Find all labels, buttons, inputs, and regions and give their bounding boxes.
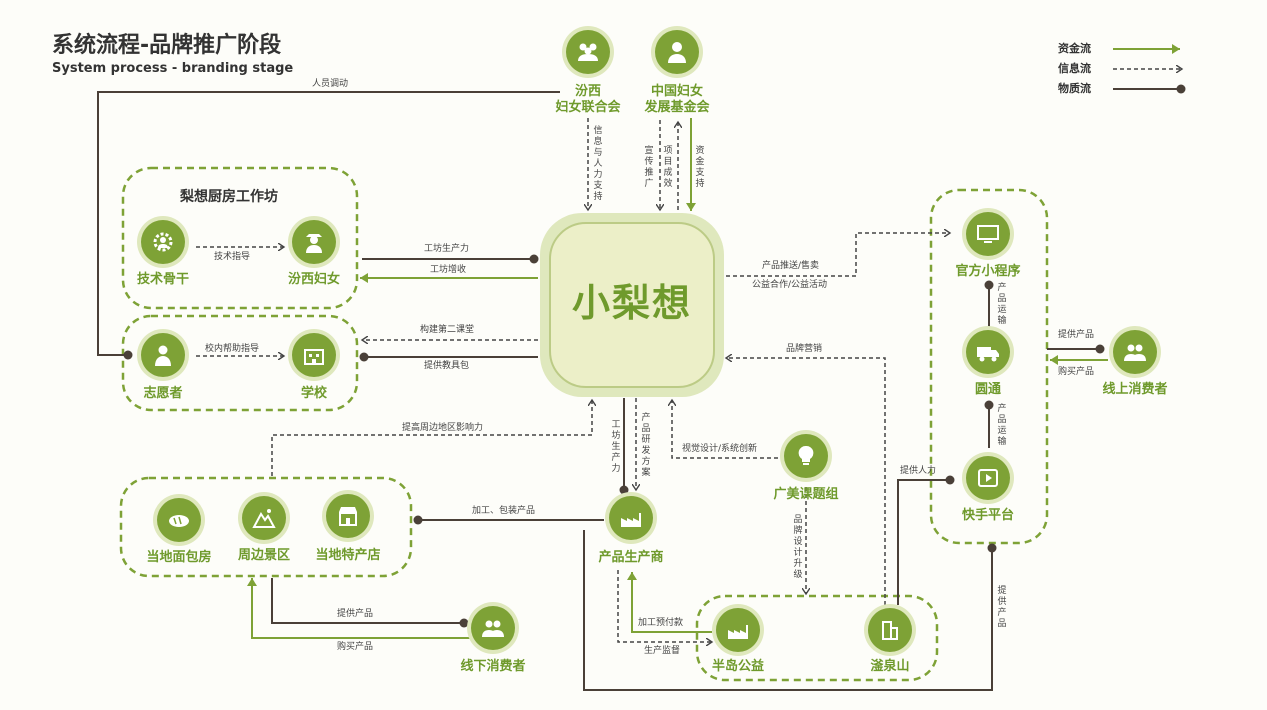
edge-manpower: [897, 475, 955, 605]
edge-product-push: [726, 233, 950, 277]
edge-label-campus-help: 校内帮助指导: [205, 344, 260, 354]
node-offline-consumer-label: 线下消费者: [460, 659, 526, 674]
people-icon: [1109, 326, 1161, 378]
node-bakery-label: 当地面包房: [146, 550, 212, 565]
farmer-icon: [288, 216, 340, 268]
woman-icon: [651, 26, 703, 78]
group-local-box: [119, 476, 413, 578]
edge-label-project-result: 项目成效: [663, 146, 673, 189]
node-bandao-label: 半岛公益: [711, 659, 765, 674]
node-fenxi-fed-line2: 妇女联合会: [555, 100, 621, 115]
edge-label-personnel: 人员调动: [312, 79, 349, 89]
node-mini-program-label: 官方小程序: [955, 264, 1021, 279]
truck-icon: [962, 326, 1014, 378]
legend-info-label: 信息流: [1058, 62, 1091, 75]
node-fenxi-women-label: 汾西妇女: [287, 272, 341, 287]
lightbulb-icon: [780, 430, 832, 482]
factory-icon: [605, 492, 657, 544]
edge-label-second-class: 构建第二课堂: [420, 325, 475, 335]
legend-material-label: 物质流: [1058, 82, 1091, 95]
edge-label-influence: 提高周边地区影响力: [402, 423, 484, 433]
edge-supervision: [617, 570, 712, 642]
node-yuantong-label: 圆通: [974, 382, 1002, 397]
building-icon: [864, 604, 916, 656]
node-tech-backbone-label: 技术骨干: [136, 272, 190, 287]
edge-label-provide-offline: 提供产品: [337, 609, 374, 619]
women-group-icon: [562, 26, 614, 78]
edge-label-transport2: 产品运输: [997, 404, 1007, 447]
monitor-icon: [962, 208, 1014, 260]
group-workshop-title: 梨想厨房工作坊: [180, 189, 278, 205]
edge-label-buy-online: 购买产品: [1058, 367, 1095, 377]
edge-label-info-talent: 信息与人力支持: [593, 126, 603, 202]
node-producer-label: 产品生产商: [598, 550, 664, 565]
node-scenic-label: 周边景区: [237, 548, 291, 563]
edge-label-funding: 资金支持: [695, 146, 705, 189]
center-box-inner: [549, 222, 715, 388]
group-charity-box: [695, 594, 939, 682]
edge-label-supervision: 生产监督: [644, 646, 681, 656]
edge-provide-kuaishou: [583, 530, 997, 691]
store-icon: [322, 490, 374, 542]
school-icon: [288, 329, 340, 381]
node-kuaishou-label: 快手平台: [961, 508, 1015, 523]
edge-label-visual-design: 视觉设计/系统创新: [682, 444, 758, 454]
node-guangmei-label: 广美课题组: [773, 487, 839, 502]
people-icon: [467, 602, 519, 654]
edge-label-workshop-capacity: 工坊生产力: [424, 244, 470, 254]
edge-label-tech-guide: 技术指导: [214, 252, 251, 262]
edge-label-provide-online: 提供产品: [1058, 330, 1095, 340]
node-china-fund-line1: 中国妇女: [650, 84, 704, 99]
node-china-fund-line2: 发展基金会: [644, 100, 710, 115]
node-school-label: 学校: [300, 386, 328, 401]
edge-label-manpower: 提供人力: [900, 466, 937, 476]
bread-icon: [153, 494, 205, 546]
node-volunteer-label: 志愿者: [143, 386, 183, 401]
factory-icon: [712, 604, 764, 656]
center-label: 小梨想: [571, 281, 693, 325]
page-subtitle: System process - branding stage: [52, 61, 294, 76]
node-specialty-label: 当地特产店: [315, 548, 381, 563]
edge-label-product-dev: 产品研发方案: [641, 413, 651, 478]
edge-label-product-push: 产品推送/售卖: [762, 261, 820, 271]
edge-label-transport1: 产品运输: [997, 283, 1007, 326]
group-school-box: [121, 314, 359, 412]
edge-label-brand-marketing: 品牌营销: [786, 344, 823, 354]
edge-label-workshop-income: 工坊增收: [430, 265, 467, 275]
legend-fund-label: 资金流: [1058, 42, 1091, 55]
edge-provide-offline: [271, 578, 469, 628]
edge-prepay: [627, 572, 712, 633]
edge-label-teaching-pack: 提供教具包: [424, 361, 470, 371]
gear-person-icon: [137, 216, 189, 268]
page-title: 系统流程-品牌推广阶段: [52, 33, 282, 58]
edge-label-charity: 公益合作/公益活动: [752, 280, 828, 290]
edge-visual-design: [672, 400, 778, 459]
edge-label-processing: 加工、包装产品: [472, 506, 536, 516]
group-platform-box: [929, 188, 1049, 545]
edge-buy-offline: [247, 578, 470, 639]
node-online-consumer-label: 线上消费者: [1102, 382, 1168, 397]
person-icon: [137, 329, 189, 381]
video-icon: [962, 452, 1014, 504]
edge-label-capacity-down: 工坊生产力: [611, 420, 621, 474]
edge-label-publicity: 宣传推广: [644, 146, 654, 189]
mountain-icon: [238, 492, 290, 544]
edge-label-provide-kuaishou: 提供产品: [997, 586, 1007, 629]
node-zequan-label: 滏泉山: [870, 659, 910, 674]
edge-influence: [271, 400, 592, 476]
edge-personnel: [97, 91, 560, 360]
edge-label-prepay: 加工预付款: [638, 618, 684, 628]
edge-label-buy-offline: 购买产品: [337, 642, 374, 652]
edge-brand-marketing: [726, 358, 886, 605]
group-workshop-box: [121, 166, 359, 310]
node-fenxi-fed-line1: 汾西: [574, 84, 602, 99]
edge-label-brand-upgrade: 品牌设计升级: [793, 515, 803, 580]
